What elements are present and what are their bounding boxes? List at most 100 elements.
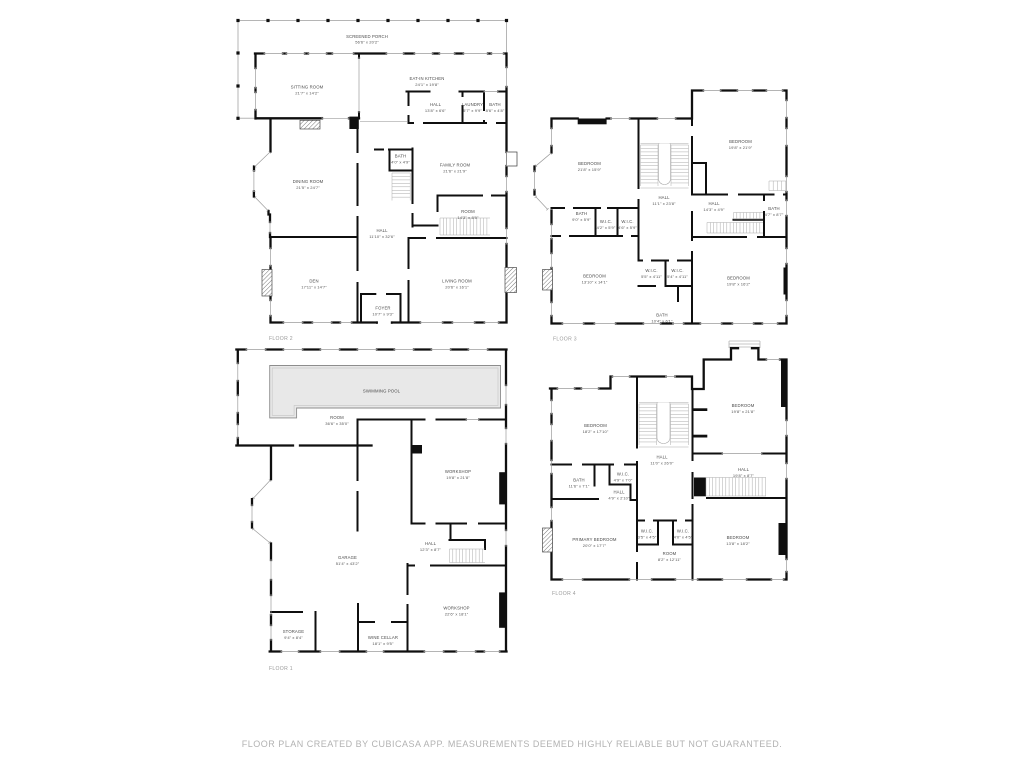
room-dims: 4'9" x 7'0" — [614, 477, 633, 482]
room-label-family-room: FAMILY ROOM — [440, 163, 471, 168]
wall-lines — [550, 117, 788, 325]
room-dims: 20'0" x 17'7" — [583, 543, 607, 548]
window-marks — [236, 348, 508, 653]
room-label-den: DEN — [309, 279, 318, 284]
room-dims: 4'2" x 5'9" — [597, 225, 616, 230]
room-dims: 9'4" x 8'4" — [284, 635, 303, 640]
wall-lines — [270, 418, 507, 653]
wall-lines — [548, 347, 788, 581]
room-label-hall: HALL — [708, 201, 720, 206]
room-dims: 21'6" x 21'9" — [443, 168, 467, 173]
fireplace-hatch — [542, 269, 553, 291]
room-dims: 10'4" x 6'1" — [651, 318, 673, 323]
room-dims: 5'7" x 9'9" — [463, 108, 482, 113]
room-dims: 11'6" x 7'1" — [569, 483, 590, 488]
room-label-swimming-pool: SWIMMING POOL — [363, 389, 401, 394]
room-dims: 20'6" x 16'1" — [445, 284, 469, 289]
room-dims: 4'9" x 2'10" — [608, 495, 630, 500]
wall-block — [266, 18, 270, 23]
wall-lines — [235, 348, 508, 653]
stairs — [439, 217, 490, 236]
room-label-bath: BATH — [656, 313, 668, 318]
stairs — [640, 144, 659, 186]
stairs — [705, 477, 766, 497]
room-label-storage: STORAGE — [283, 629, 305, 634]
room-label-bedroom: BEDROOM — [727, 276, 750, 281]
wall-block — [236, 18, 240, 23]
room-label-bedroom: BEDROOM — [729, 139, 752, 144]
room-label-w-i-c-: W.I.C. — [641, 529, 653, 534]
room-dims: 19'8" x 8'7" — [733, 473, 755, 478]
room-label-w-i-c-: W.I.C. — [621, 219, 633, 224]
room-label-screened-porch: SCREENED PORCH — [346, 34, 388, 39]
room-label-bedroom: BEDROOM — [732, 403, 755, 408]
wall-block — [349, 116, 359, 129]
window-marks — [505, 151, 508, 167]
room-label-room: ROOM — [461, 209, 475, 214]
room-label-wine-cellar: WINE CELLAR — [368, 635, 398, 640]
wall-block — [504, 18, 509, 23]
stairs — [733, 212, 763, 220]
room-dims: 11'0" x 26'0" — [650, 460, 674, 465]
room-label-w-i-c-: W.I.C. — [671, 268, 683, 273]
swimming-pool-shape — [269, 365, 501, 419]
room-dims: 19'8" x 21'9" — [729, 145, 753, 150]
room-dims: 12'3" x 8'7" — [420, 547, 442, 552]
room-dims: 36'6" x 35'0" — [325, 421, 349, 426]
wall-block — [236, 51, 240, 55]
window-marks — [533, 89, 788, 325]
room-dims: 24'1" x 19'8" — [415, 82, 439, 87]
room-label-w-i-c-: W.I.C. — [617, 472, 629, 477]
room-label-bath: BATH — [395, 154, 407, 159]
stairs — [449, 548, 485, 563]
room-label-hall: HALL — [613, 490, 625, 495]
wall-block — [783, 267, 788, 295]
wall-block — [412, 445, 422, 454]
room-label-bedroom: BEDROOM — [584, 423, 607, 428]
room-dims: 17'11" x 14'7" — [301, 284, 327, 289]
stair-well — [659, 143, 670, 180]
room-dims: 19'8" x 21'8" — [731, 409, 755, 414]
floor-2-label: FLOOR 2 — [269, 336, 293, 342]
room-label-w-i-c-: W.I.C. — [677, 529, 689, 534]
wall-lines — [550, 375, 788, 581]
wall-block — [499, 472, 506, 505]
window-marks — [550, 358, 788, 581]
room-dims: 19'8" x 16'2" — [727, 281, 751, 286]
wall-block — [778, 523, 787, 555]
room-dims: 4'6" x 5'9" — [618, 225, 637, 230]
room-dims: 14'3" x 8'9" — [457, 215, 479, 220]
room-label-hall: HALL — [656, 455, 668, 460]
room-dims: 4'0" x 4'5" — [674, 534, 693, 539]
room-label-living-room: LIVING ROOM — [442, 279, 472, 284]
room-dims: 3'5" x 4'5" — [638, 534, 657, 539]
room-label-bedroom: BEDROOM — [583, 274, 606, 279]
floor-4-label: FLOOR 4 — [552, 591, 576, 597]
wall-lines — [237, 20, 507, 119]
wall-block — [236, 116, 240, 120]
stairs — [670, 403, 689, 445]
room-label-hall: HALL — [376, 228, 388, 233]
stairs — [670, 144, 689, 186]
stairs — [706, 222, 763, 234]
room-label-hall: HALL — [738, 467, 750, 472]
wall-block — [446, 18, 450, 23]
room-dims: 19'8" x 21'8" — [446, 475, 470, 480]
room-dims: 13'10" x 14'1" — [582, 279, 608, 284]
room-label-bath: BATH — [489, 102, 501, 107]
room-label-dining-room: DINING ROOM — [293, 179, 324, 184]
wall-block — [499, 592, 507, 628]
fireplace-hatch — [261, 269, 273, 297]
fireplace-hatch — [542, 527, 553, 553]
room-label-bath: BATH — [573, 478, 585, 483]
floor-3-plan — [533, 89, 788, 325]
stairs — [638, 403, 657, 445]
room-dims: 56'6" x 20'2" — [355, 40, 379, 45]
wall-block — [781, 359, 787, 407]
fireplace-hatch — [299, 119, 321, 130]
room-dims: 13'8" x 18'2" — [726, 541, 750, 546]
wall-block — [326, 18, 330, 23]
room-label-w-i-c-: W.I.C. — [645, 268, 657, 273]
